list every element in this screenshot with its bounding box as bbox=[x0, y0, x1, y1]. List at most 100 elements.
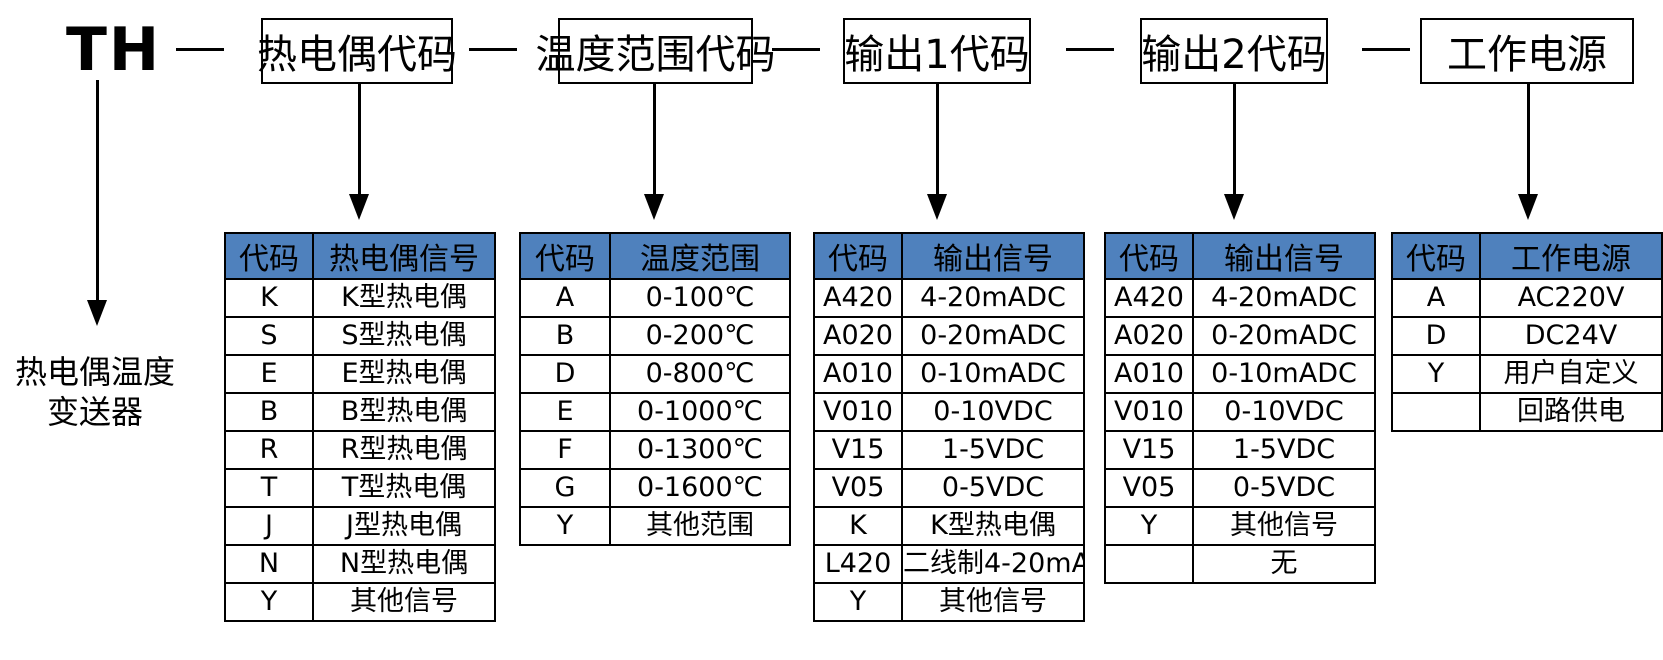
code-cell: A420 bbox=[813, 278, 903, 318]
code-cell: Y bbox=[1391, 354, 1481, 394]
code-cell bbox=[1391, 392, 1481, 432]
code-cell: A bbox=[1391, 278, 1481, 318]
code-cell: N bbox=[224, 544, 314, 584]
description-cell: 0-1000℃ bbox=[609, 392, 791, 432]
code-cell: A420 bbox=[1104, 278, 1194, 318]
col-header-range: 温度范围 bbox=[609, 232, 791, 280]
description-cell: 0-20mADC bbox=[1192, 316, 1376, 356]
code-cell: Y bbox=[1104, 506, 1194, 546]
description-cell: 1-5VDC bbox=[901, 430, 1085, 470]
description-cell: AC220V bbox=[1479, 278, 1663, 318]
col-header-code: 代码 bbox=[519, 232, 611, 280]
col-header-code: 代码 bbox=[813, 232, 903, 280]
code-cell: A020 bbox=[1104, 316, 1194, 356]
product-name-label: 热电偶温度 变送器 bbox=[2, 352, 188, 432]
description-cell: 其他信号 bbox=[1192, 506, 1376, 546]
code-cell: V05 bbox=[1104, 468, 1194, 508]
code-cell: Y bbox=[519, 506, 611, 546]
description-cell: 4-20mADC bbox=[1192, 278, 1376, 318]
description-cell: 0-20mADC bbox=[901, 316, 1085, 356]
code-cell: K bbox=[813, 506, 903, 546]
description-cell: 0-5VDC bbox=[901, 468, 1085, 508]
arrow-head-2 bbox=[644, 194, 664, 220]
header-box-output2-code: 输出2代码 bbox=[1140, 18, 1328, 84]
code-cell: R bbox=[224, 430, 314, 470]
header-box-temperature-range-code: 温度范围代码 bbox=[536, 18, 776, 84]
arrow-line-2 bbox=[653, 84, 656, 196]
description-cell: 0-10mADC bbox=[901, 354, 1085, 394]
description-cell: 其他范围 bbox=[609, 506, 791, 546]
code-cell: E bbox=[519, 392, 611, 432]
description-cell: T型热电偶 bbox=[312, 468, 496, 508]
product-name-line-2: 变送器 bbox=[46, 393, 143, 431]
description-cell: E型热电偶 bbox=[312, 354, 496, 394]
code-cell: Y bbox=[813, 582, 903, 622]
code-cell: S bbox=[224, 316, 314, 356]
table-row: 无 bbox=[1104, 544, 1376, 584]
header-box-output1-code: 输出1代码 bbox=[843, 18, 1031, 84]
description-cell: N型热电偶 bbox=[312, 544, 496, 584]
product-name-line-1: 热电偶温度 bbox=[14, 353, 175, 391]
description-cell: 4-20mADC bbox=[901, 278, 1085, 318]
separator-dash bbox=[469, 48, 517, 51]
arrow-line-1 bbox=[358, 84, 361, 196]
description-cell: 其他信号 bbox=[312, 582, 496, 622]
header-box-power-supply: 工作电源 bbox=[1420, 18, 1634, 84]
prefix-arrow-line bbox=[96, 80, 99, 302]
header-box-thermocouple-code: 热电偶代码 bbox=[257, 18, 457, 84]
code-cell: L420 bbox=[813, 544, 903, 584]
description-cell: 0-800℃ bbox=[609, 354, 791, 394]
description-cell: 0-1600℃ bbox=[609, 468, 791, 508]
description-cell: 0-200℃ bbox=[609, 316, 791, 356]
code-cell: D bbox=[1391, 316, 1481, 356]
description-cell: 用户自定义 bbox=[1479, 354, 1663, 394]
description-cell: S型热电偶 bbox=[312, 316, 496, 356]
arrow-head-4 bbox=[1224, 194, 1244, 220]
description-cell: K型热电偶 bbox=[312, 278, 496, 318]
code-cell: B bbox=[519, 316, 611, 356]
description-cell: 0-10mADC bbox=[1192, 354, 1376, 394]
description-cell: J型热电偶 bbox=[312, 506, 496, 546]
description-cell: 二线制4-20mA bbox=[901, 544, 1085, 584]
description-cell: 其他信号 bbox=[901, 582, 1085, 622]
code-cell: A bbox=[519, 278, 611, 318]
col-header-power: 工作电源 bbox=[1479, 232, 1663, 280]
description-cell: 回路供电 bbox=[1479, 392, 1663, 432]
code-cell: G bbox=[519, 468, 611, 508]
col-header-output: 输出信号 bbox=[1192, 232, 1376, 280]
description-cell: 0-10VDC bbox=[1192, 392, 1376, 432]
code-cell: E bbox=[224, 354, 314, 394]
col-header-code: 代码 bbox=[1104, 232, 1194, 280]
code-cell bbox=[1104, 544, 1194, 584]
code-cell: A020 bbox=[813, 316, 903, 356]
description-cell: 无 bbox=[1192, 544, 1376, 584]
